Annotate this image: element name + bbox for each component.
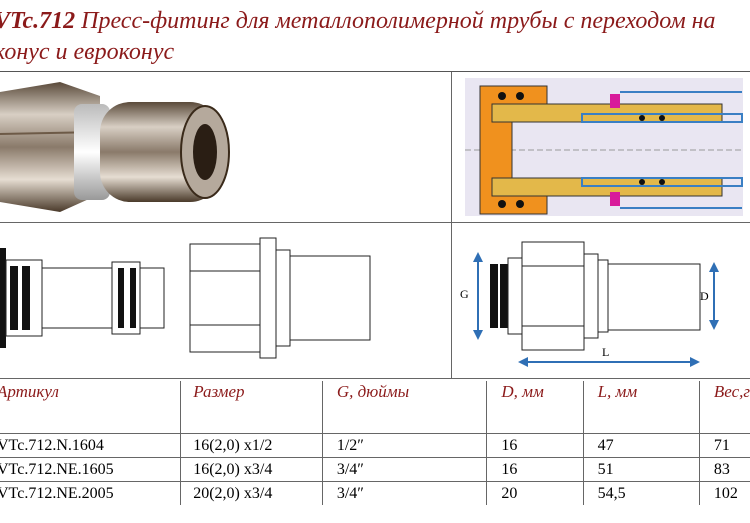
header-article: Артикул bbox=[0, 381, 182, 434]
cell-weight: 83 bbox=[713, 461, 730, 478]
table-row: VTc.712.NE.2005 20(2,0) x3/4 3/4″ 20 54,… bbox=[0, 481, 750, 505]
header-weight: Вес,г bbox=[713, 382, 750, 401]
grid-divider-bottom bbox=[0, 378, 750, 379]
product-code: VTc.712 bbox=[0, 8, 76, 34]
header-d-mm: D, мм bbox=[486, 381, 584, 434]
specifications-table: Артикул Размер G, дюймы D, мм L, мм Вес,… bbox=[0, 381, 750, 505]
cell-l: 54,5 bbox=[583, 481, 700, 505]
cell-g: 3/4″ bbox=[322, 457, 488, 482]
header-size: Размер bbox=[180, 381, 323, 434]
cell-article: VTc.712.N.1604 bbox=[0, 433, 182, 458]
side-outline-drawing bbox=[0, 226, 450, 376]
dim-label-d: D bbox=[700, 289, 709, 303]
cell-d: 16 bbox=[486, 433, 584, 458]
cell-article: VTc.712.NE.2005 bbox=[0, 481, 182, 505]
cell-l: 51 bbox=[583, 457, 700, 482]
cell-size: 16(2,0) x1/2 bbox=[180, 433, 323, 458]
cell-weight: 71 bbox=[713, 437, 730, 454]
table-row: VTc.712.N.1604 16(2,0) x1/2 1/2″ 16 47 7… bbox=[0, 433, 750, 458]
table-row: VTc.712.NE.1605 16(2,0) x3/4 3/4″ 16 51 … bbox=[0, 457, 750, 482]
dimension-drawing: G D L bbox=[452, 226, 750, 376]
dim-label-l: L bbox=[602, 345, 609, 359]
cell-g: 1/2″ bbox=[322, 433, 488, 458]
header-l-mm: L, мм bbox=[583, 381, 700, 434]
dim-label-g: G bbox=[460, 287, 469, 301]
title-divider bbox=[0, 71, 750, 72]
product-description: Пресс-фитинг для металлополимерной трубы… bbox=[0, 8, 716, 65]
cell-article: VTc.712.NE.1605 bbox=[0, 457, 182, 482]
cell-l: 47 bbox=[583, 433, 700, 458]
product-photo bbox=[0, 74, 450, 220]
cell-size: 20(2,0) x3/4 bbox=[180, 481, 323, 505]
cell-d: 20 bbox=[486, 481, 584, 505]
cell-size: 16(2,0) x3/4 bbox=[180, 457, 323, 482]
table-header-row: Артикул Размер G, дюймы D, мм L, мм Вес,… bbox=[0, 381, 750, 434]
cell-g: 3/4″ bbox=[322, 481, 488, 505]
grid-divider-middle bbox=[0, 222, 750, 223]
cell-d: 16 bbox=[486, 457, 584, 482]
page-title: VTc.712 Пресс-фитинг для металлополимерн… bbox=[0, 6, 750, 68]
grid-divider-vertical bbox=[451, 72, 452, 378]
header-g-inches: G, дюймы bbox=[322, 381, 488, 434]
cross-section-drawing bbox=[452, 74, 750, 220]
cell-weight: 102 bbox=[713, 485, 738, 502]
